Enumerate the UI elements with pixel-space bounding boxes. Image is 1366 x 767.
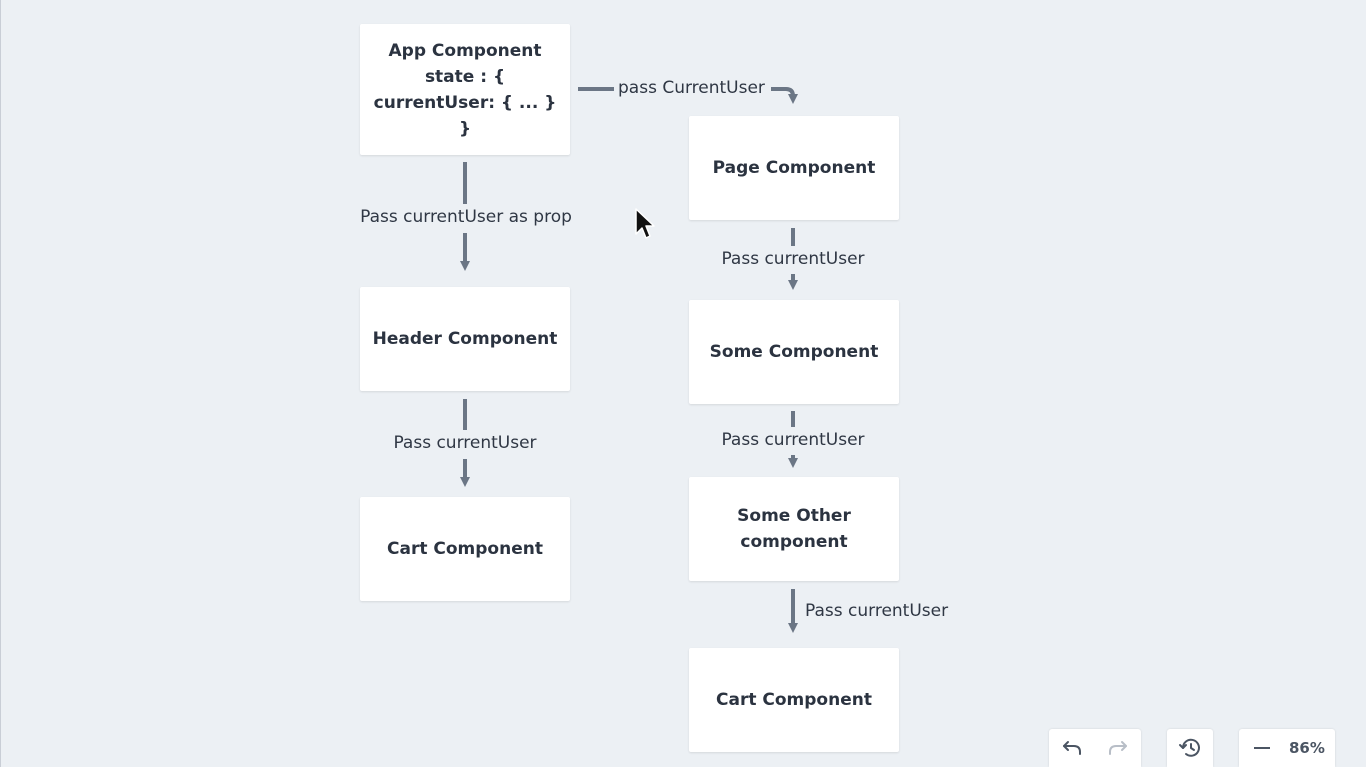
- app-component-box[interactable]: App Component state : { currentUser: { .…: [360, 24, 570, 155]
- app-component-current-user-line: currentUser: { ... }: [373, 92, 557, 113]
- label-pass-current-user-right-2: Pass currentUser: [721, 430, 865, 450]
- redo-icon: [1109, 741, 1127, 755]
- history-button[interactable]: [1167, 729, 1213, 767]
- zoom-out-button[interactable]: [1239, 729, 1285, 767]
- redo-button[interactable]: [1095, 729, 1141, 767]
- zoom-group: 86%: [1239, 729, 1335, 767]
- some-other-component-line1: Some Other: [737, 506, 851, 526]
- some-component-box[interactable]: Some Component: [689, 300, 899, 404]
- history-group: [1167, 729, 1213, 767]
- undo-icon: [1063, 741, 1081, 755]
- label-pass-current-user-left: Pass currentUser: [393, 433, 537, 453]
- canvas-left-border: [0, 0, 1, 767]
- undo-redo-group: [1049, 729, 1141, 767]
- app-component-state-line: state : {: [424, 66, 506, 87]
- cart-component-box-right[interactable]: Cart Component: [689, 648, 899, 752]
- header-component-box[interactable]: Header Component: [360, 287, 570, 391]
- label-pass-current-user-top: pass CurrentUser: [618, 78, 765, 98]
- some-other-component-box[interactable]: Some Other component: [689, 477, 899, 581]
- app-component-close-brace: }: [458, 118, 472, 139]
- arrow-app-to-page-end: [771, 87, 798, 104]
- some-other-component-line2: component: [740, 532, 848, 552]
- header-component-label: Header Component: [372, 329, 558, 349]
- app-component-title: App Component: [388, 40, 542, 61]
- some-component-label: Some Component: [709, 342, 879, 362]
- label-pass-current-user-right-1: Pass currentUser: [721, 249, 865, 269]
- cart-component-box-left[interactable]: Cart Component: [360, 497, 570, 601]
- undo-button[interactable]: [1049, 729, 1095, 767]
- cart-component-label-left: Cart Component: [387, 539, 543, 559]
- page-component-label: Page Component: [712, 158, 876, 178]
- page-component-box[interactable]: Page Component: [689, 116, 899, 220]
- minus-icon: [1254, 747, 1270, 749]
- label-pass-as-prop: Pass currentUser as prop: [360, 207, 572, 227]
- history-icon: [1179, 738, 1200, 757]
- cart-component-label-right: Cart Component: [716, 690, 872, 710]
- zoom-level[interactable]: 86%: [1289, 739, 1325, 757]
- label-pass-current-user-right-3: Pass currentUser: [805, 601, 949, 621]
- mouse-cursor-icon: [635, 208, 655, 239]
